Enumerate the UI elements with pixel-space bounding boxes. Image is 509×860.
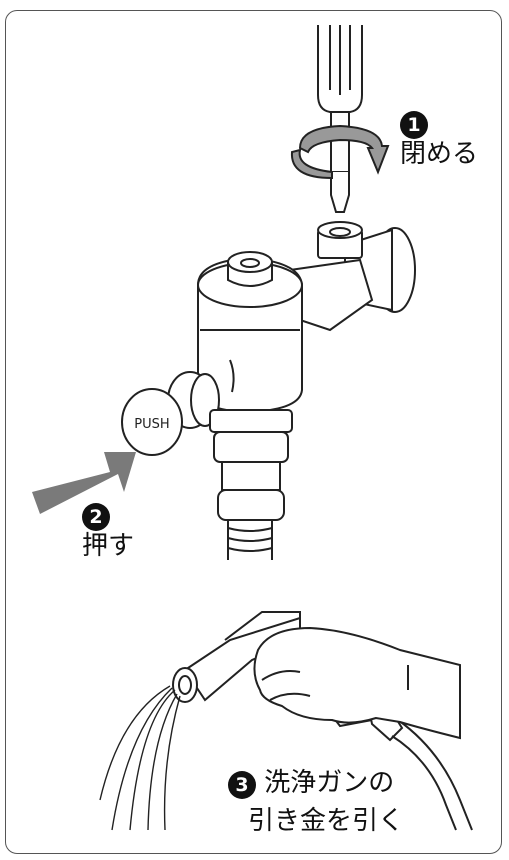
hand-icon — [253, 626, 461, 740]
flush-valve-icon — [121, 221, 416, 560]
step2-badge: 2 — [82, 503, 110, 531]
step1-text: 閉める — [400, 139, 479, 169]
step1-label: 1 閉める — [400, 108, 478, 169]
push-arrow-icon — [32, 452, 136, 514]
rotate-arrow-icon — [290, 124, 390, 180]
step3-label-line2: 引き金を引く — [248, 806, 404, 836]
illustration-frame — [5, 10, 502, 854]
step3-text-line1: 洗浄ガンの — [264, 768, 395, 798]
step2-label: 2 押す — [82, 500, 134, 561]
step3-label: 3 洗浄ガンの — [228, 768, 394, 799]
step3-text-line2: 引き金を引く — [248, 806, 405, 836]
step1-badge: 1 — [400, 111, 428, 139]
push-button-label: PUSH — [134, 417, 169, 432]
step2-text: 押す — [82, 531, 135, 561]
screwdriver-icon — [317, 25, 363, 213]
step3-badge: 3 — [228, 771, 256, 799]
